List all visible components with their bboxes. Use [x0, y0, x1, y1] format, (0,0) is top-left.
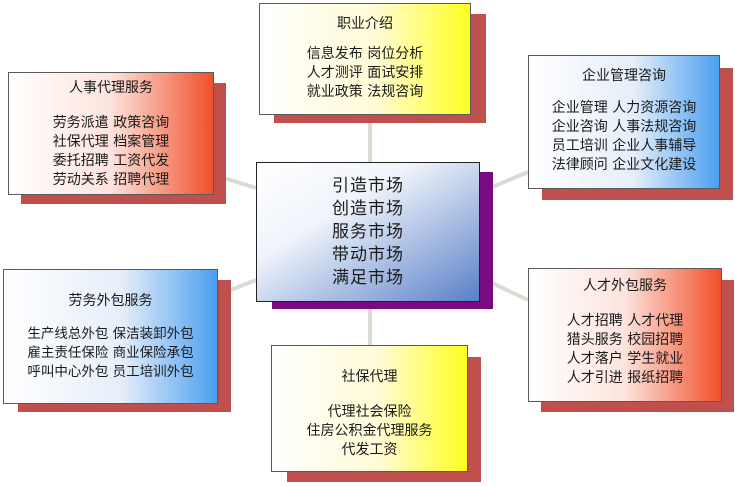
enterprise-line: 企业管理 人力资源咨询	[551, 100, 697, 116]
labor-box: 劳务外包服务 生产线总外包 保洁装卸外包 雇主责任保险 商业保险承包 呼叫中心外…	[3, 269, 218, 404]
talent-lines: 人才招聘 人才代理 猎头服务 校园招聘 人才落户 学生就业 人才引进 报纸招聘	[529, 312, 721, 388]
talent-title: 人才外包服务	[583, 278, 667, 294]
personnel-lines: 劳务派遣 政策咨询 社保代理 档案管理 委托招聘 工资代发 劳动关系 招聘代理	[9, 114, 213, 190]
personnel-box: 人事代理服务 劳务派遣 政策咨询 社保代理 档案管理 委托招聘 工资代发 劳动关…	[8, 72, 214, 195]
center-line: 满足市场	[332, 268, 404, 288]
social-lines: 代理社会保险 住房公积金代理服务 代发工资	[272, 403, 467, 460]
center-line: 带动市场	[332, 245, 404, 265]
labor-title: 劳务外包服务	[68, 293, 153, 309]
enterprise-box: 企业管理咨询 企业管理 人力资源咨询 企业咨询 人事法规咨询 员工培训 企业人事…	[528, 55, 720, 189]
social-box: 社保代理 代理社会保险 住房公积金代理服务 代发工资	[271, 345, 468, 472]
social-line: 代理社会保险	[327, 404, 412, 420]
personnel-line: 劳务派遣 政策咨询	[52, 115, 170, 131]
career-line: 信息发布 岗位分析	[306, 46, 424, 62]
personnel-line: 社保代理 档案管理	[52, 134, 170, 150]
center-line: 创造市场	[332, 199, 404, 219]
social-title: 社保代理	[341, 369, 398, 385]
labor-line: 生产线总外包 保洁装卸外包	[27, 326, 194, 342]
social-line: 代发工资	[341, 442, 398, 458]
center-line: 引造市场	[332, 176, 404, 196]
labor-line: 呼叫中心外包 员工培训外包	[27, 364, 194, 380]
talent-box: 人才外包服务 人才招聘 人才代理 猎头服务 校园招聘 人才落户 学生就业 人才引…	[528, 268, 722, 402]
connector-enterprise	[489, 170, 529, 190]
talent-line: 人才招聘 人才代理	[566, 313, 684, 329]
center-lines: 引造市场 创造市场 服务市场 带动市场 满足市场	[257, 175, 479, 290]
labor-lines: 生产线总外包 保洁装卸外包 雇主责任保险 商业保险承包 呼叫中心外包 员工培训外…	[4, 325, 217, 382]
labor-line: 雇主责任保险 商业保险承包	[27, 345, 194, 361]
career-box: 职业介绍 信息发布 岗位分析 人才测评 面试安排 就业政策 法规咨询	[259, 3, 471, 115]
personnel-line: 劳动关系 招聘代理	[52, 172, 170, 188]
personnel-title: 人事代理服务	[69, 80, 153, 96]
enterprise-title: 企业管理咨询	[582, 68, 666, 84]
social-line: 住房公积金代理服务	[306, 423, 433, 439]
talent-line: 猎头服务 校园招聘	[566, 332, 684, 348]
center-box: 引造市场 创造市场 服务市场 带动市场 满足市场	[256, 162, 480, 302]
career-line: 就业政策 法规咨询	[306, 84, 424, 100]
career-line: 人才测评 面试安排	[306, 65, 424, 81]
enterprise-lines: 企业管理 人力资源咨询 企业咨询 人事法规咨询 员工培训 企业人事辅导 法律顾问…	[529, 99, 719, 175]
enterprise-line: 企业咨询 人事法规咨询	[551, 119, 697, 135]
talent-line: 人才引进 报纸招聘	[566, 370, 684, 386]
enterprise-line: 员工培训 企业人事辅导	[551, 138, 697, 154]
center-line: 服务市场	[332, 222, 404, 242]
personnel-line: 委托招聘 工资代发	[52, 153, 170, 169]
talent-line: 人才落户 学生就业	[566, 351, 684, 367]
career-lines: 信息发布 岗位分析 人才测评 面试安排 就业政策 法规咨询	[260, 45, 470, 102]
career-title: 职业介绍	[337, 16, 393, 32]
connector-talent	[489, 280, 529, 302]
enterprise-line: 法律顾问 企业文化建设	[551, 157, 697, 173]
